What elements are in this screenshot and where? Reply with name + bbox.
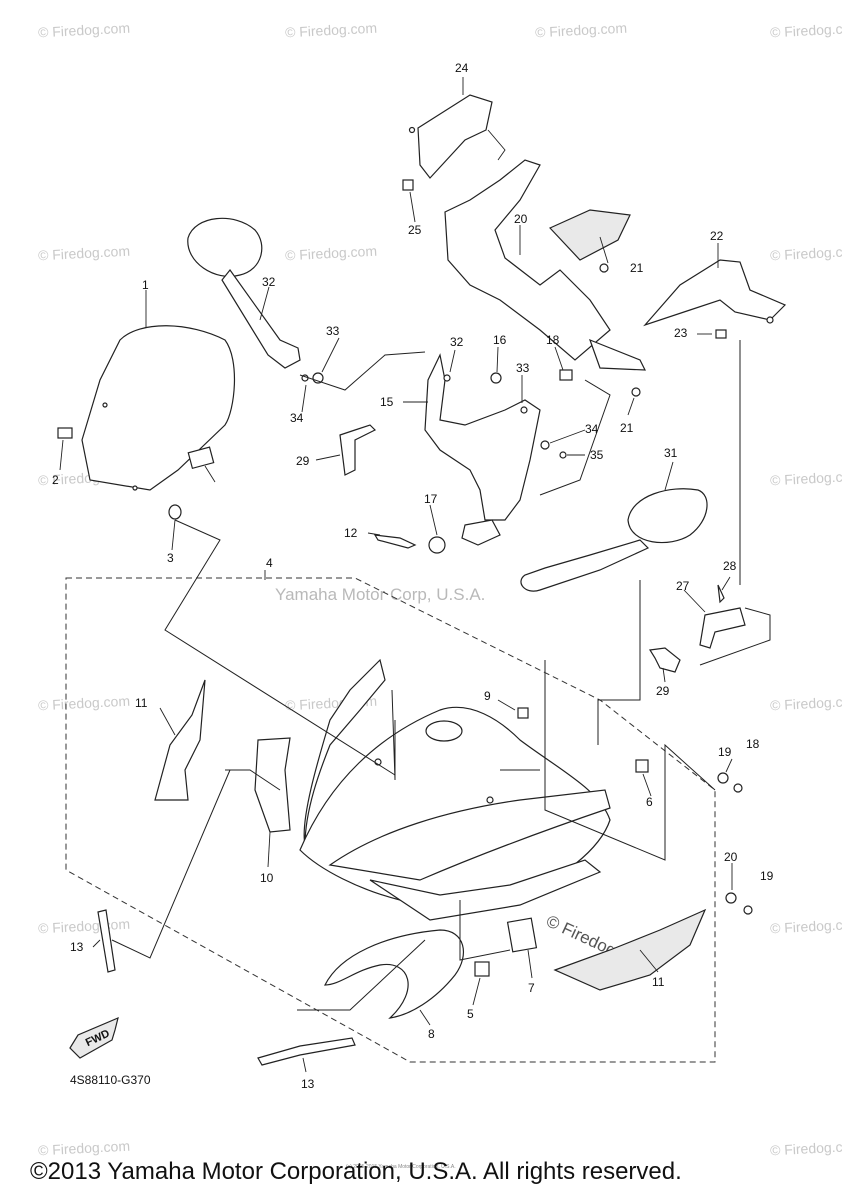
- callout-1: 1: [142, 278, 149, 292]
- callout-30: 31: [664, 446, 678, 460]
- part-4-upper-cowling: [299, 658, 611, 921]
- part-1-windscreen: [81, 325, 235, 491]
- callout-28: 29: [656, 684, 670, 698]
- callout-22: 22: [710, 229, 724, 243]
- callout-18b: 19: [760, 869, 774, 883]
- callout-31: 32: [262, 275, 276, 289]
- part-9-screw: [517, 707, 529, 719]
- callout-18: 18: [746, 737, 760, 751]
- callout-19: 19: [718, 745, 732, 759]
- part-32-nut: [520, 406, 528, 414]
- callout-19b: 20: [724, 850, 738, 864]
- callout-24: 24: [455, 61, 469, 75]
- callout-15: 16: [493, 333, 507, 347]
- part-23-nut: [715, 329, 727, 339]
- callout-8: 8: [428, 1027, 435, 1041]
- part-21-screw: [599, 263, 609, 273]
- part-6-nut: [635, 759, 649, 773]
- part-34-nut: [559, 451, 567, 459]
- callout-29: 29: [296, 454, 310, 468]
- callout-6: 6: [646, 795, 653, 809]
- callout-13: 13: [70, 940, 84, 954]
- callout-11: 11: [135, 696, 148, 710]
- part-25-nut: [402, 179, 414, 191]
- callout-26: 27: [676, 579, 690, 593]
- part-33-collar: [540, 440, 550, 450]
- callout-23: 23: [674, 326, 688, 340]
- part-24-upper-panel: [408, 94, 506, 179]
- callout-9: 9: [484, 689, 491, 703]
- part-30-right-mirror: [520, 488, 708, 592]
- part-19-washer: [725, 892, 737, 904]
- part-27-clip: [717, 584, 725, 604]
- callout-10: 10: [260, 871, 274, 885]
- callout-11b: 11: [652, 975, 665, 989]
- callout-33b: 34: [585, 422, 599, 436]
- part-11-left-trim: [154, 679, 206, 801]
- cowling-assembly-frame: [65, 577, 716, 1063]
- callout-34: 34: [290, 411, 304, 425]
- part-11-right-decal: [553, 908, 707, 991]
- callout-25: 25: [408, 223, 422, 237]
- callout-17: 18: [546, 333, 560, 347]
- callout-3: 3: [167, 551, 174, 565]
- copyright-notice: ©2013 Yamaha Motor Corporation, U.S.A. A…: [30, 1158, 682, 1185]
- part-7-damper: [506, 917, 538, 953]
- part-3-grommet: [168, 504, 182, 520]
- part-29-bracket: [339, 424, 377, 476]
- part-20-inner-cowl: [444, 159, 646, 371]
- callout-32b: 33: [516, 361, 530, 375]
- tiny-copyright: (c) 2005-2015 Yamaha Motor Corporation, …: [346, 1164, 456, 1170]
- callout-16: 17: [424, 492, 438, 506]
- part-26-bracket: [699, 607, 746, 649]
- callout-21b: 21: [620, 421, 634, 435]
- part-13-strip-left: [97, 909, 116, 973]
- part-14-stay: [424, 353, 541, 521]
- callout-21: 21: [630, 261, 644, 275]
- part-15-nut: [490, 372, 502, 384]
- part-19-washer: [717, 772, 729, 784]
- part-misc-pad: [461, 519, 501, 546]
- part-13-strip-bottom: [257, 1037, 356, 1066]
- callout-33: 33: [326, 324, 340, 338]
- part-8-under-cowl: [324, 929, 464, 1019]
- callout-27: 28: [723, 559, 737, 573]
- callout-32: 32: [450, 335, 464, 349]
- callout-13b: 13: [301, 1077, 315, 1091]
- part-28-clamp: [648, 647, 681, 673]
- part-21-screw: [631, 387, 641, 397]
- callout-4: 4: [266, 556, 273, 570]
- callout-14: 15: [380, 395, 394, 409]
- part-32-nut: [443, 374, 451, 382]
- diagram-code: 4S88110-G370: [70, 1073, 151, 1087]
- part-22-side-bracket: [643, 259, 787, 327]
- center-watermark: Yamaha Motor Corp, U.S.A.: [275, 585, 486, 604]
- part-12-band: [373, 534, 417, 549]
- part-31-left-mirror: [187, 217, 301, 369]
- callout-7: 7: [528, 981, 535, 995]
- part-18-bolt: [743, 905, 753, 915]
- callout-34b: 35: [590, 448, 604, 462]
- fwd-arrow-icon: FWD: [69, 1016, 119, 1059]
- callout-2: 2: [52, 473, 59, 487]
- part-18-bolt: [733, 783, 743, 793]
- part-35-damper: [187, 446, 215, 470]
- part-16-damper: [428, 536, 446, 554]
- callout-5: 5: [467, 1007, 474, 1021]
- callout-12: 12: [344, 526, 358, 540]
- callout-20: 20: [514, 212, 528, 226]
- part-2-screw: [57, 427, 73, 439]
- part-5-clip: [474, 961, 490, 977]
- part-17-screw: [559, 369, 573, 381]
